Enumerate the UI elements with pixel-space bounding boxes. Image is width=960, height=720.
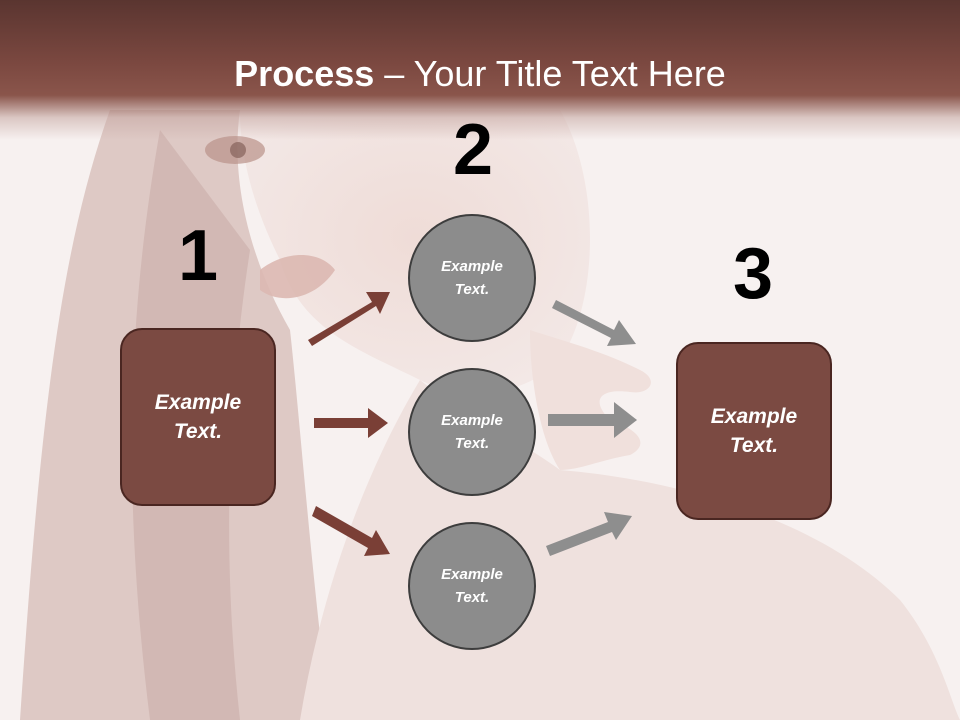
circle-top-line2: Text. [454,281,490,298]
circle-top-line1: Example [441,258,503,275]
step-1-line2: Text. [173,420,223,443]
title-bold: Process [234,53,375,94]
step-2-circle-bottom: Example Text. [408,522,536,650]
title-rest: – Your Title Text Here [374,53,726,94]
step-number-2: 2 [452,110,494,190]
step-3-box: Example Text. [676,342,832,520]
circle-middle-line1: Example [441,412,503,429]
arrow-top-to-3 [552,300,636,346]
circle-bottom-line2: Text. [454,589,490,606]
page-title: Process – Your Title Text Here [0,52,960,96]
step-3-line2: Text. [729,434,779,457]
step-number-3: 3 [732,234,774,314]
step-1-box: Example Text. [120,328,276,506]
step-3-line1: Example [710,405,798,428]
arrow-middle-to-3 [548,402,637,438]
circle-middle-line2: Text. [454,435,490,452]
arrow-bottom-to-3 [546,512,632,556]
circle-bottom-line1: Example [441,566,503,583]
step-2-circle-middle: Example Text. [408,368,536,496]
title-banner [0,0,960,140]
arrow-1-to-bottom [312,506,390,556]
arrow-1-to-top [308,292,390,346]
step-2-circle-top: Example Text. [408,214,536,342]
step-number-1: 1 [177,216,219,296]
arrow-1-to-middle [314,408,388,438]
step-1-line1: Example [154,391,242,414]
